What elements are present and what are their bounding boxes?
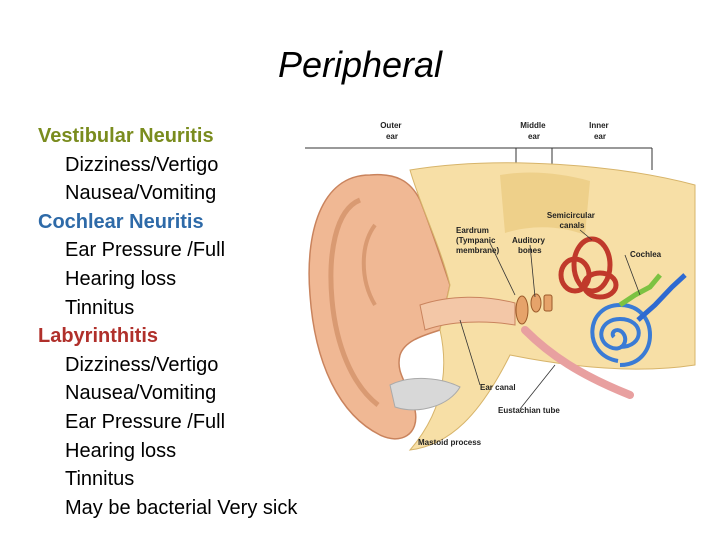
section-heading-cochlear-neuritis: Cochlear Neuritis bbox=[38, 210, 204, 233]
section-cochlear-neuritis: Cochlear Neuritis Ear Pressure /Full Hea… bbox=[38, 208, 338, 322]
symptom-item: Nausea/Vomiting bbox=[65, 182, 217, 205]
section-heading-labyrinthitis: Labyrinthitis bbox=[38, 325, 159, 348]
slide-title: Peripheral bbox=[277, 44, 443, 85]
cochlear-nerve-illustration bbox=[636, 273, 687, 322]
symptom-item: Dizziness/Vertigo bbox=[65, 353, 219, 376]
label-auditory-bones: Auditory bones bbox=[512, 236, 547, 255]
symptom-item: Hearing loss bbox=[65, 439, 177, 462]
symptom-item: Dizziness/Vertigo bbox=[65, 153, 219, 176]
section-heading-vestibular-neuritis: Vestibular Neuritis bbox=[38, 125, 214, 147]
ear-canal-illustration bbox=[419, 296, 516, 331]
semicircular-canals-illustration bbox=[558, 236, 619, 300]
section-vestibular-neuritis: Vestibular Neuritis Dizziness/Vertigo Na… bbox=[38, 122, 338, 208]
label-semicircular-canals: Semicircular canals bbox=[547, 211, 597, 230]
label-eustachian-tube: Eustachian tube bbox=[498, 406, 560, 415]
symptom-item: Hearing loss bbox=[65, 267, 177, 290]
cochlea-spiral-illustration bbox=[599, 316, 641, 351]
label-eardrum: Eardrum (Tympanic membrane) bbox=[456, 226, 499, 255]
symptom-item: Tinnitus bbox=[65, 296, 135, 319]
ear-anatomy-diagram: Outer ear Middle ear Inner ear Eardrum (… bbox=[305, 121, 696, 451]
label-cochlea: Cochlea bbox=[630, 250, 662, 259]
vestibular-nerve-illustration bbox=[618, 273, 662, 308]
auditory-bones-illustration bbox=[515, 293, 553, 325]
eustachian-tube-illustration bbox=[521, 326, 634, 399]
label-mastoid-process: Mastoid process bbox=[418, 438, 482, 447]
label-ear-canal: Ear canal bbox=[480, 383, 516, 392]
symptom-item: Tinnitus bbox=[65, 468, 135, 491]
label-middle-ear: Middle ear bbox=[520, 121, 548, 141]
section-labyrinthitis: Labyrinthitis Dizziness/Vertigo Nausea/V… bbox=[38, 322, 338, 522]
symptom-item: Ear Pressure /Full bbox=[65, 239, 226, 262]
symptom-outline: Vestibular Neuritis Dizziness/Vertigo Na… bbox=[38, 122, 338, 522]
symptom-item: May be bacterial Very sick bbox=[65, 496, 298, 519]
label-inner-ear: Inner ear bbox=[589, 121, 611, 141]
symptom-item: Nausea/Vomiting bbox=[65, 382, 217, 405]
label-leader-lines bbox=[459, 229, 641, 410]
symptom-item: Ear Pressure /Full bbox=[65, 410, 226, 433]
label-outer-ear: Outer ear bbox=[380, 121, 404, 141]
